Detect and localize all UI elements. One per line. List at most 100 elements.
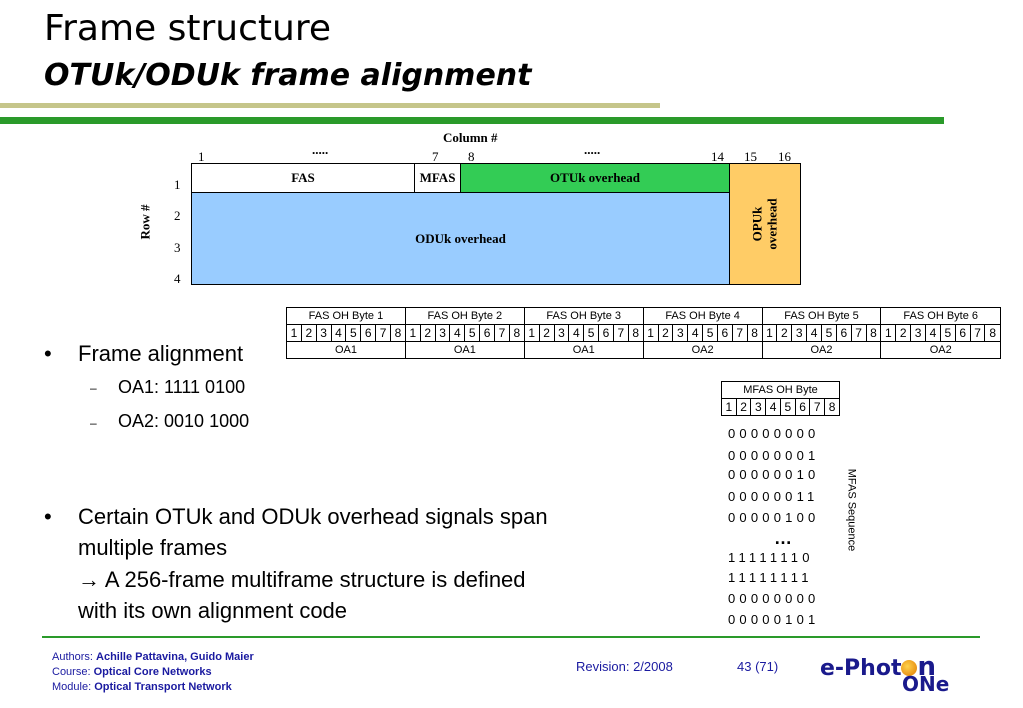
fas-bit-number: 2 [776, 324, 793, 342]
fas-bit-number: 6 [598, 324, 614, 342]
page-title: Frame structure [44, 8, 331, 49]
footer-authors-value: Achille Pattavina, Guido Maier [96, 651, 254, 663]
footer-authors: Authors: Achille Pattavina, Guido Maier [52, 651, 254, 663]
fas-bit-number: 8 [746, 324, 763, 342]
footer-module: Module: Optical Transport Network [52, 681, 232, 693]
mfas-sequence-label: MFAS Sequence [845, 468, 858, 552]
row-label: Row # [137, 204, 153, 240]
fas-bit-number: 7 [494, 324, 510, 342]
column-label: Column # [443, 130, 498, 145]
fas-bit-number: 4 [806, 324, 822, 342]
fas-byte-header-row: FAS OH Byte 1 FAS OH Byte 2 FAS OH Byte … [286, 307, 1001, 325]
mfas-sequence-value: 00000101 [728, 612, 820, 627]
fas-byte-name: OA2 [642, 341, 763, 359]
row-number: 3 [174, 240, 181, 255]
fas-bit-number: 7 [850, 324, 867, 342]
fas-bit-number: 1 [642, 324, 659, 342]
bullet-multiframe-line2: multiple frames [78, 535, 228, 560]
footer-module-value: Optical Transport Network [94, 681, 232, 693]
footer-course-label: Course: [52, 666, 91, 678]
fas-bit-number: 8 [984, 324, 1001, 342]
mfas-cell: MFAS [414, 163, 461, 193]
footer-authors-label: Authors: [52, 651, 93, 663]
fas-byte-header: FAS OH Byte 2 [404, 307, 525, 325]
fas-bit-number: 5 [583, 324, 600, 342]
fas-bit-number: 6 [716, 324, 733, 342]
mfas-sequence-value: 11111110 [728, 550, 814, 565]
sub-bullet-oa1: OA1: 1111 0100 [118, 377, 246, 397]
fas-bit-number: 3 [315, 324, 332, 342]
fas-bit-number: 5 [702, 324, 718, 342]
fas-bit-number: 3 [910, 324, 927, 342]
mfas-bit-number: 4 [765, 398, 781, 416]
bullet-multiframe-line3: → A 256-frame multiframe structure is de… [78, 567, 526, 592]
fas-bit-number: 2 [419, 324, 436, 342]
mfas-header-row: MFAS OH Byte [721, 381, 840, 399]
fas-bit-number: 3 [553, 324, 570, 342]
fas-bit-number: 4 [687, 324, 704, 342]
fas-bit-number: 1 [523, 324, 540, 342]
footer-revision: Revision: 2/2008 [576, 659, 673, 674]
fas-bit-number: 2 [300, 324, 317, 342]
mfas-bit-number: 1 [721, 398, 737, 416]
column-dots-left: ..... [312, 142, 329, 157]
fas-byte-name: OA2 [880, 341, 1001, 359]
column-number: 1 [198, 149, 205, 164]
bullet-multiframe-line4: with its own alignment code [78, 598, 348, 623]
column-dots-right: ..... [584, 142, 601, 157]
fas-bit-number: 7 [731, 324, 748, 342]
fas-bit-number: 1 [880, 324, 897, 342]
mfas-bit-number: 7 [809, 398, 826, 416]
fas-bit-number: 5 [939, 324, 956, 342]
page-subtitle: OTUk/ODUk frame alignment [44, 58, 532, 93]
opuk-label-line1: OPUk [750, 206, 765, 242]
fas-byte-name: OA2 [761, 341, 882, 359]
fas-bit-number: 1 [761, 324, 778, 342]
fas-bit-number: 7 [969, 324, 986, 342]
opuk-overhead-cell: OPUk overhead [729, 163, 801, 285]
mfas-sequence-value: 11111111 [728, 570, 813, 585]
column-number: 16 [778, 149, 791, 164]
row-number: 1 [174, 177, 181, 192]
opuk-label-line2: overhead [765, 198, 780, 250]
oduk-overhead-cell: ODUk overhead [191, 192, 730, 285]
dash-icon: – [90, 381, 97, 395]
fas-bit-number: 8 [390, 324, 406, 342]
row-number: 2 [174, 208, 181, 223]
fas-bit-number: 4 [568, 324, 585, 342]
column-number: 14 [711, 149, 724, 164]
fas-bit-number: 8 [508, 324, 525, 342]
column-number: 15 [744, 149, 757, 164]
mfas-sequence-value: 00000100 [728, 510, 820, 525]
mfas-bit-number: 3 [750, 398, 767, 416]
fas-bit-number: 2 [657, 324, 674, 342]
title-underline [0, 103, 660, 108]
mfas-bit-number: 6 [794, 398, 811, 416]
fas-cell: FAS [191, 163, 415, 193]
fas-bit-number: 5 [345, 324, 362, 342]
fas-bit-number: 2 [538, 324, 555, 342]
footer-page-number: 43 (71) [737, 659, 779, 674]
mfas-bit-number: 2 [735, 398, 752, 416]
fas-bit-number: 3 [434, 324, 451, 342]
fas-byte-header: FAS OH Byte 4 [642, 307, 763, 325]
fas-byte-name: OA1 [523, 341, 644, 359]
fas-bit-number: 3 [672, 324, 689, 342]
bullet-dot-icon: • [44, 341, 52, 366]
mfas-sequence-ellipsis: … [774, 528, 792, 548]
mfas-sequence-value: 00000000 [728, 591, 820, 606]
mfas-sequence-value: 00000011 [728, 489, 819, 504]
mfas-byte-header: MFAS OH Byte [721, 381, 840, 399]
fas-bit-number: 8 [865, 324, 882, 342]
mfas-bit-number: 5 [779, 398, 796, 416]
fas-bit-number: 5 [821, 324, 837, 342]
fas-bit-number: 6 [360, 324, 377, 342]
otuk-overhead-cell: OTUk overhead [460, 163, 730, 193]
footer-divider [42, 636, 980, 638]
fas-bit-number: 3 [791, 324, 808, 342]
fas-bit-number: 4 [925, 324, 941, 342]
